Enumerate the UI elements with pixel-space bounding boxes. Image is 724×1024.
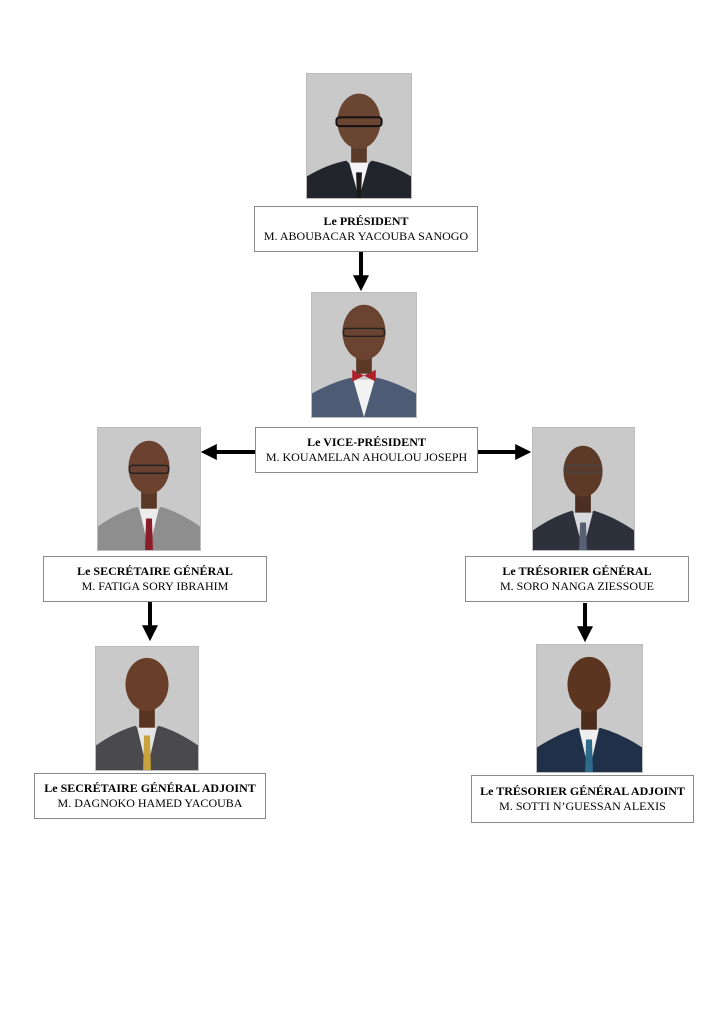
person-name: M. FATIGA SORY IBRAHIM (81, 579, 229, 593)
role-label: Le TRÉSORIER GÉNÉRAL (502, 564, 652, 578)
card-tresorier-general-adjoint: Le TRÉSORIER GÉNÉRAL ADJOINT M. SOTTI N’… (471, 775, 694, 823)
card-tresorier-general: Le TRÉSORIER GÉNÉRAL M. SORO NANGA ZIESS… (465, 556, 689, 602)
photo-tresorier-general-adjoint (536, 644, 643, 773)
person-name: M. ABOUBACAR YACOUBA SANOGO (263, 229, 469, 243)
card-secretaire-general-adjoint: Le SECRÉTAIRE GÉNÉRAL ADJOINT M. DAGNOKO… (34, 773, 266, 819)
person-portrait-icon (96, 657, 198, 770)
person-name: M. SORO NANGA ZIESSOUE (499, 579, 654, 593)
role-label: Le TRÉSORIER GÉNÉRAL ADJOINT (480, 784, 685, 798)
photo-president (306, 73, 412, 199)
photo-secretaire-general-adjoint (95, 646, 199, 771)
photo-tresorier-general (532, 427, 635, 551)
role-label: Le SECRÉTAIRE GÉNÉRAL ADJOINT (44, 781, 256, 795)
person-portrait-icon (533, 445, 634, 550)
role-label: Le VICE-PRÉSIDENT (307, 435, 426, 449)
photo-vice-president (311, 292, 417, 418)
role-label: Le PRÉSIDENT (323, 214, 409, 228)
card-president: Le PRÉSIDENT M. ABOUBACAR YACOUBA SANOGO (254, 206, 478, 252)
person-portrait-icon (307, 93, 411, 198)
person-portrait-icon (312, 304, 416, 417)
card-vice-president: Le VICE-PRÉSIDENT M. KOUAMELAN AHOULOU J… (255, 427, 478, 473)
card-secretaire-general: Le SECRÉTAIRE GÉNÉRAL M. FATIGA SORY IBR… (43, 556, 267, 602)
person-name: M. KOUAMELAN AHOULOU JOSEPH (265, 450, 468, 464)
role-label: Le SECRÉTAIRE GÉNÉRAL (77, 564, 233, 578)
person-name: M. SOTTI N’GUESSAN ALEXIS (499, 799, 666, 813)
person-name: M. DAGNOKO HAMED YACOUBA (57, 796, 243, 810)
person-portrait-icon (98, 440, 200, 550)
person-portrait-icon (537, 656, 642, 772)
photo-secretaire-general (97, 427, 201, 551)
